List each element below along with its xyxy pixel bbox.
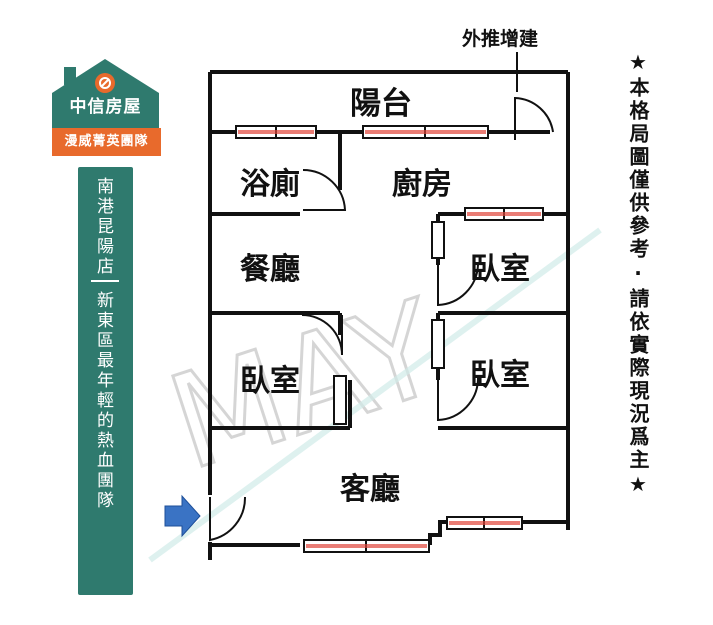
room-kitchen: 廚房 xyxy=(392,167,452,202)
watermark-text: MAY xyxy=(153,271,458,499)
brand-team-name: 漫威菁英團隊 xyxy=(52,128,161,156)
window-tints xyxy=(238,130,541,548)
brand-company-name: 中信房屋 xyxy=(69,97,142,117)
store-banner: 南港昆陽店 新東區最年輕的熱血團隊 xyxy=(78,167,133,595)
disclaimer-text: ★本格局圖僅供參考·請依實際現況爲主★ xyxy=(626,50,650,499)
room-balcony: 陽台 xyxy=(350,86,412,122)
brand-house-logo xyxy=(52,59,159,131)
room-living: 客廳 xyxy=(340,472,400,507)
store-name: 南港昆陽店 xyxy=(93,177,113,277)
room-dining: 餐廳 xyxy=(240,252,300,287)
room-bathroom: 浴廁 xyxy=(240,167,300,202)
watermark: MAY xyxy=(148,227,602,563)
extension-note: 外推增建 xyxy=(462,27,538,50)
room-bedroom-right-top: 臥室 xyxy=(470,252,530,287)
doors xyxy=(209,96,554,542)
room-bedroom-left: 臥室 xyxy=(240,364,300,399)
store-slogan: 新東區最年輕的熱血團隊 xyxy=(93,291,113,511)
store-separator xyxy=(91,280,119,282)
room-bedroom-right-bottom: 臥室 xyxy=(470,358,530,393)
entry-arrow-icon xyxy=(164,494,201,538)
